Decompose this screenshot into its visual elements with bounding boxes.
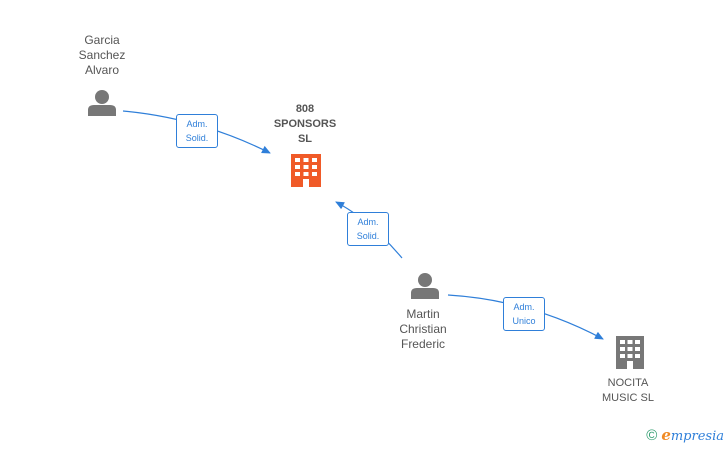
- building-icon[interactable]: [291, 154, 321, 187]
- brand-logo-e: e: [661, 426, 671, 444]
- node-label-808-sponsors[interactable]: 808 SPONSORS SL: [273, 103, 337, 145]
- person-icon[interactable]: [411, 273, 439, 299]
- person-icon[interactable]: [88, 90, 116, 116]
- empresia-watermark: © empresia: [646, 426, 724, 444]
- brand-logo: empresia: [661, 426, 724, 444]
- edge-label-martin-nocita: Adm. Unico: [503, 297, 545, 331]
- brand-logo-text: mpresia: [670, 429, 724, 444]
- edge-label-martin-sponsors: Adm. Solid.: [347, 212, 389, 246]
- building-icon[interactable]: [616, 336, 644, 369]
- copyright-icon: ©: [646, 426, 658, 444]
- node-label-martin[interactable]: Martin Christian Frederic: [399, 307, 447, 351]
- edge-label-garcia-sponsors: Adm. Solid.: [176, 114, 218, 148]
- node-label-garcia[interactable]: Garcia Sanchez Alvaro: [78, 33, 126, 77]
- node-label-nocita[interactable]: NOCITA MUSIC SL: [602, 377, 654, 404]
